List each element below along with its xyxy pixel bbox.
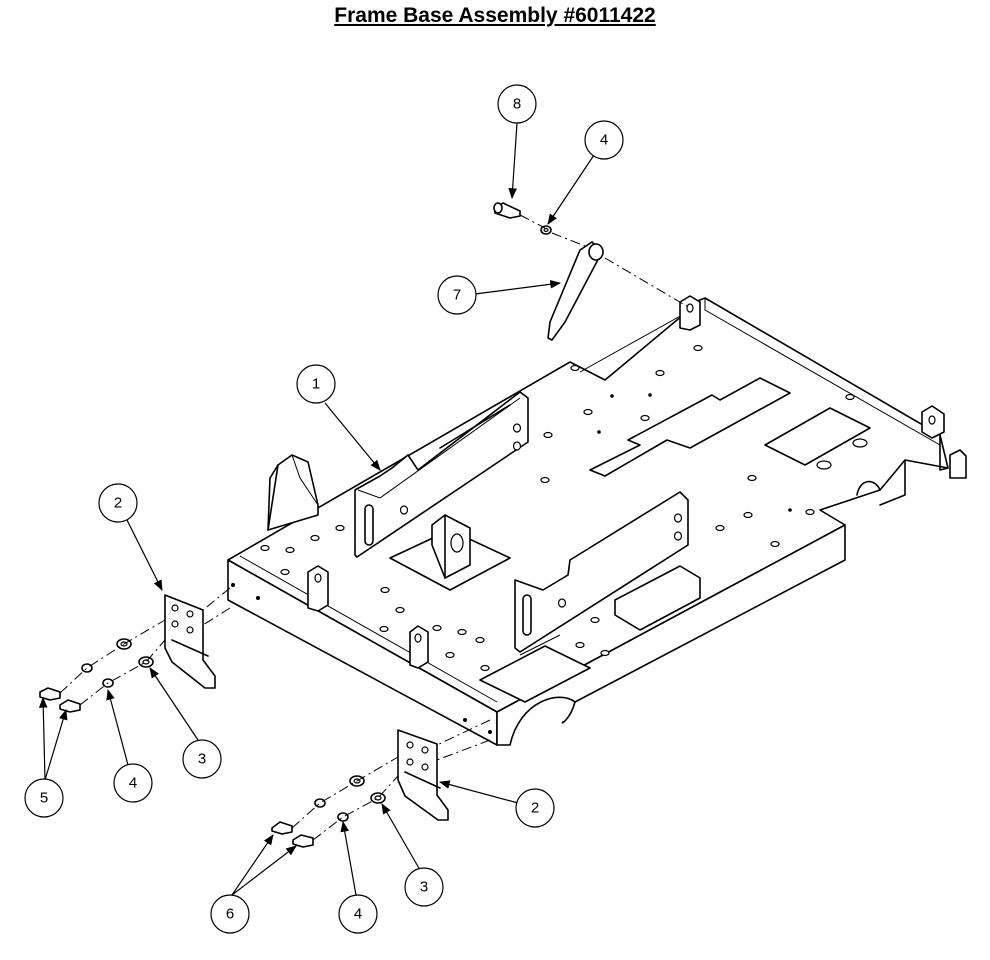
callout-4-bottom-label: 4	[354, 906, 362, 923]
callout-2-left-label: 2	[114, 495, 122, 512]
callout-2-left: 2	[98, 483, 138, 523]
callout-5: 5	[24, 778, 64, 818]
callout-4-left-label: 4	[129, 775, 137, 792]
callout-6: 6	[210, 894, 250, 934]
callout-7: 7	[437, 275, 477, 315]
callout-leaders	[38, 122, 597, 896]
callout-5-label: 5	[40, 790, 48, 807]
callout-6-label: 6	[226, 906, 234, 923]
right-rail	[514, 491, 689, 653]
callout-3-left: 3	[182, 739, 222, 779]
callout-4-left: 4	[113, 763, 153, 803]
left-rail	[354, 391, 529, 558]
callout-8-label: 8	[513, 96, 521, 113]
callout-3-left-label: 3	[198, 751, 206, 768]
callout-2-right-label: 2	[531, 800, 539, 817]
diagram-title: Frame Base Assembly #6011422	[334, 4, 656, 27]
pivot-block	[389, 514, 511, 591]
callout-8: 8	[497, 84, 537, 124]
left-bracket-assembly	[39, 587, 231, 713]
callout-4-bottom: 4	[338, 894, 378, 934]
callout-1-label: 1	[312, 376, 320, 393]
callout-3-right-label: 3	[420, 879, 428, 896]
callout-4-top: 4	[584, 120, 624, 160]
callout-4-top-label: 4	[600, 132, 608, 149]
left-upright-tab	[267, 454, 319, 531]
plate-tabs	[307, 295, 967, 669]
callout-7-label: 7	[453, 287, 461, 304]
callout-3-right: 3	[404, 867, 444, 907]
frame-plate	[227, 297, 949, 746]
lever-assembly	[493, 202, 691, 341]
callout-1: 1	[296, 364, 336, 404]
right-bracket-assembly	[271, 719, 491, 848]
callout-2-right: 2	[515, 788, 555, 828]
